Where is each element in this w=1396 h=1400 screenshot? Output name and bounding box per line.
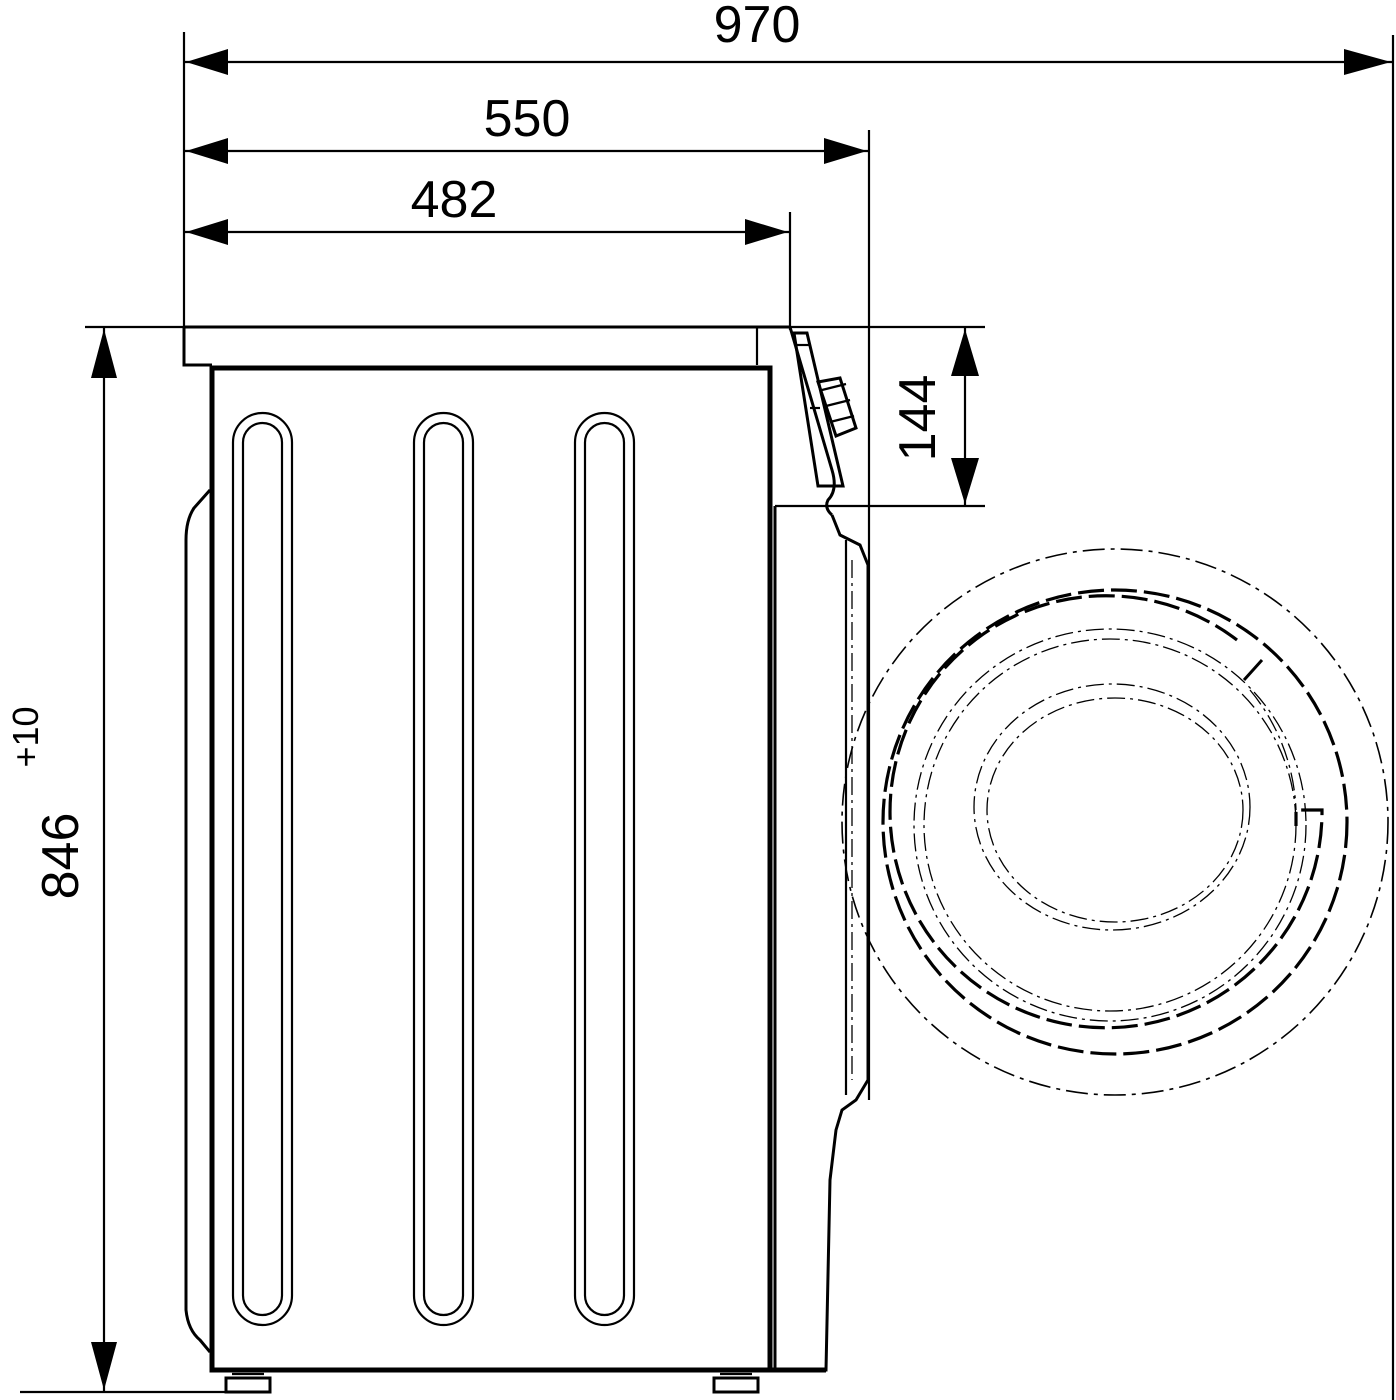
arrowhead-left-icon <box>186 219 228 245</box>
dimension-label-482: 482 <box>411 171 498 229</box>
door-inner-ring <box>888 594 1324 1030</box>
arrowhead-right-icon <box>1344 49 1391 75</box>
machine-body <box>182 325 870 1394</box>
cabinet-side <box>209 365 773 1373</box>
dimension-144: 144 <box>85 325 985 508</box>
dimension-label-550: 550 <box>484 90 571 148</box>
dimension-970: 970 <box>182 0 1395 1400</box>
door-open-circle <box>841 548 1389 1096</box>
dimension-482: 482 <box>184 171 792 330</box>
arrowhead-down-icon <box>951 458 979 504</box>
dimension-label-144: 144 <box>889 375 947 462</box>
door-glass-ring-outer <box>913 628 1307 1022</box>
dimension-tolerance-label: +10 <box>5 706 46 767</box>
dimension-label-846: 846 <box>32 813 90 900</box>
rib-2 <box>412 411 475 1327</box>
rib-1 <box>231 411 294 1327</box>
arrowhead-down-icon <box>91 1342 117 1390</box>
rear-panel-profile <box>184 489 212 1353</box>
arrowhead-up-icon <box>951 329 979 376</box>
program-knob-icon <box>816 376 858 438</box>
arrowhead-right-icon <box>745 219 788 245</box>
door-frame-ring <box>881 588 1349 1056</box>
front-foot-icon <box>712 1372 760 1394</box>
control-panel-face <box>792 331 845 488</box>
front-door <box>780 514 870 1372</box>
dimension-846: 846 +10 <box>5 327 240 1394</box>
arrowhead-left-icon <box>186 49 228 75</box>
arrowhead-right-icon <box>824 138 867 164</box>
control-panel-profile <box>788 326 836 517</box>
arrowhead-left-icon <box>186 138 228 164</box>
arrowhead-up-icon <box>91 329 117 378</box>
door-glass-porthole <box>973 683 1251 931</box>
rear-foot-icon <box>224 1372 272 1394</box>
rib-3 <box>573 411 636 1327</box>
door-outer-ring <box>841 548 1389 1096</box>
top-panel <box>182 327 212 367</box>
dimension-550: 550 <box>184 90 871 1100</box>
dimension-label-970: 970 <box>714 0 801 54</box>
